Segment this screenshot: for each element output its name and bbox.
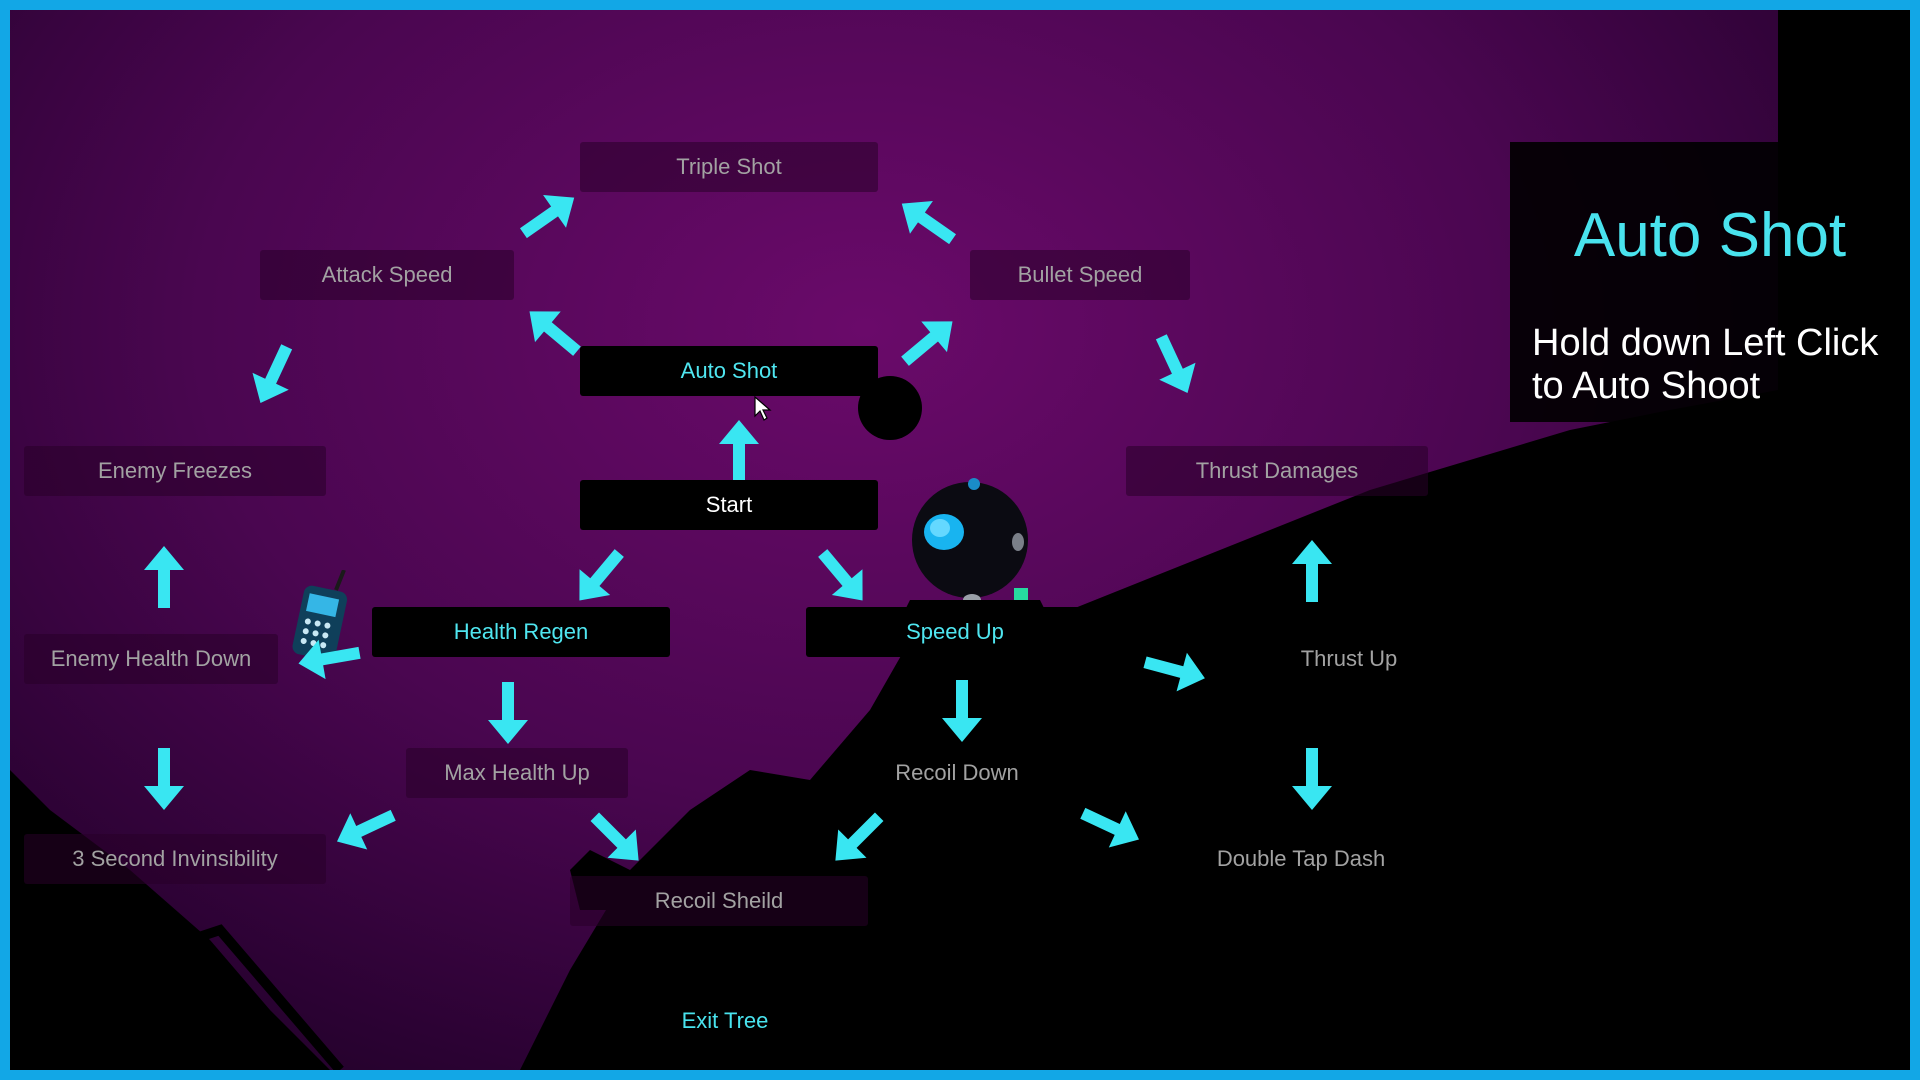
- arrow-icon: [298, 639, 361, 680]
- node-start[interactable]: Start: [580, 480, 878, 530]
- skill-info-title: Auto Shot: [1573, 201, 1847, 270]
- arrow-icon: [590, 812, 639, 861]
- node-enemy-health-down[interactable]: Enemy Health Down: [24, 634, 278, 684]
- node-health-regen[interactable]: Health Regen: [372, 607, 670, 657]
- node-attack-speed[interactable]: Attack Speed: [260, 250, 514, 300]
- node-triple-shot[interactable]: Triple Shot: [580, 142, 878, 192]
- arrow-icon: [719, 420, 759, 482]
- node-recoil-sheild[interactable]: Recoil Sheild: [570, 876, 868, 926]
- node-bullet-speed[interactable]: Bullet Speed: [970, 250, 1190, 300]
- arrow-icon: [252, 344, 293, 404]
- node-speed-up[interactable]: Speed Up: [806, 607, 1104, 657]
- node-auto-shot[interactable]: Auto Shot: [580, 346, 878, 396]
- arrow-icon: [1155, 334, 1196, 394]
- arrow-icon: [1080, 807, 1140, 848]
- skill-info-panel: Auto Shot Hold down Left Click to Auto S…: [1510, 142, 1910, 422]
- skill-tree-scene: Triple Shot Attack Speed Bullet Speed Au…: [10, 10, 1910, 1070]
- node-3-second-invinsibility[interactable]: 3 Second Invinsibility: [24, 834, 326, 884]
- arrow-icon: [835, 812, 884, 861]
- arrow-icon: [1143, 652, 1205, 692]
- cursor-icon: [754, 396, 772, 421]
- arrow-icon: [1292, 748, 1332, 810]
- exit-tree-button[interactable]: Exit Tree: [681, 1008, 769, 1033]
- node-enemy-freezes[interactable]: Enemy Freezes: [24, 446, 326, 496]
- node-recoil-down[interactable]: Recoil Down: [895, 760, 1019, 785]
- node-thrust-damages[interactable]: Thrust Damages: [1126, 446, 1428, 496]
- arrow-icon: [818, 549, 863, 601]
- arrow-icon: [579, 549, 624, 601]
- arrow-icon: [144, 546, 184, 608]
- arrow-icon: [144, 748, 184, 810]
- arrow-icon: [901, 321, 953, 366]
- arrow-icon: [336, 809, 396, 850]
- arrow-icon: [488, 682, 528, 744]
- robot-player-icon: [900, 478, 1050, 620]
- arrow-icon: [529, 311, 581, 356]
- node-max-health-up[interactable]: Max Health Up: [406, 748, 628, 798]
- arrow-icon: [942, 680, 982, 742]
- skill-info-description: Hold down Left Click to Auto Shoot: [1532, 322, 1879, 407]
- arrow-icon: [901, 201, 957, 245]
- phone-icon: [292, 570, 348, 661]
- node-double-tap-dash[interactable]: Double Tap Dash: [1216, 846, 1386, 871]
- arrow-icon: [519, 195, 575, 239]
- node-thrust-up[interactable]: Thrust Up: [1300, 646, 1398, 671]
- arrow-icon: [1292, 540, 1332, 602]
